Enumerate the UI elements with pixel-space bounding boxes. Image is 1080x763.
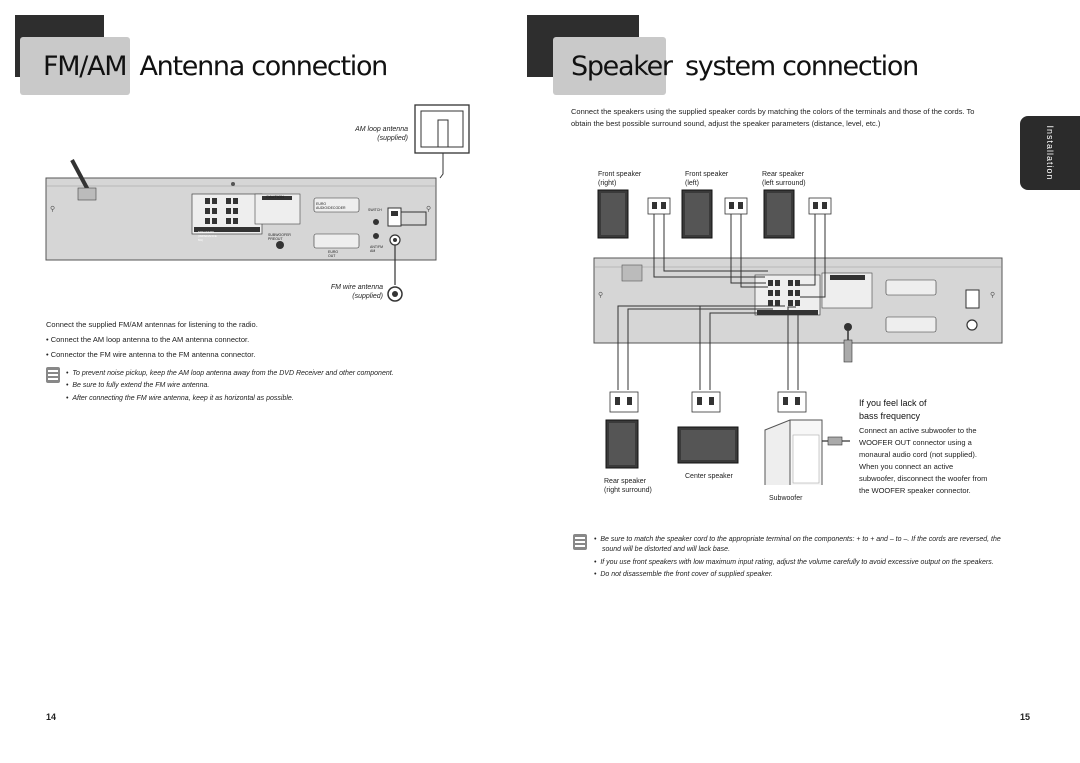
panel-switch: SWITCH [368, 208, 382, 212]
title-antenna-connection: Antenna connection [139, 51, 389, 82]
fm-cable [70, 159, 90, 191]
speaker-diagram: ⚲ ⚲ [593, 189, 1003, 485]
left-note-3: • After connecting the FM wire antenna, … [66, 395, 294, 402]
panel-euro-out: EURO OUT [328, 250, 339, 258]
svg-text:⚲: ⚲ [426, 205, 431, 213]
label-subwoofer: Subwoofer [769, 495, 803, 502]
panel-speakers: SPEAKERS (IMPEDANCE 6Ω) [198, 230, 217, 242]
front-left-speaker [681, 189, 713, 239]
antenna-diagram: ⚲ ⚲ [45, 104, 470, 302]
left-note-1: • To prevent noise pickup, keep the AM l… [66, 370, 394, 377]
svg-text:⚲: ⚲ [990, 291, 995, 299]
right-note-1: • Be sure to match the speaker cord to t… [594, 536, 1001, 543]
title-decor-light-right [553, 37, 666, 95]
am-antenna-label: AM loop antenna (supplied) [355, 126, 408, 142]
label-center: Center speaker [685, 473, 733, 480]
front-right-speaker [597, 189, 629, 239]
label-rear-left: Rear speaker (left surround) [762, 171, 806, 187]
center-speaker [677, 426, 739, 464]
note-icon-right [573, 534, 587, 550]
title-fmam: FM/AM [43, 51, 128, 82]
title-decor-light [20, 37, 130, 95]
title-speaker: Speaker [571, 51, 673, 82]
bass-heading: If you feel lack of bass frequency [859, 398, 927, 421]
left-bullet-1: • Connect the AM loop antenna to the AM … [46, 335, 250, 344]
bass-text: Connect an active subwoofer to the WOOFE… [859, 426, 988, 495]
subwoofer-unit [764, 419, 823, 485]
rear-left-speaker [763, 189, 795, 239]
label-rear-right: Rear speaker (right surround) [604, 478, 652, 494]
label-front-left: Front speaker (left) [685, 171, 729, 187]
label-front-right: Front speaker (right) [598, 171, 642, 187]
right-note-1b: sound will be distorted and will lack ba… [602, 546, 731, 553]
right-intro: Connect the speakers using the supplied … [571, 107, 975, 128]
title-system-connection: system connection [685, 51, 919, 82]
page-title-left: FM/AM Antenna connection [43, 51, 389, 82]
rear-right-speaker [605, 419, 639, 469]
page-title-right: Speaker system connection [571, 51, 919, 82]
left-bullet-2: • Connector the FM wire antenna to the F… [46, 350, 256, 359]
right-note-3: • Do not disassemble the front cover of … [594, 571, 773, 578]
left-intro: Connect the supplied FM/AM antennas for … [46, 320, 258, 329]
svg-text:⚲: ⚲ [598, 291, 603, 299]
panel-subwoofer-preout: SUBWOOFER PREOUT [268, 233, 291, 241]
right-note-2: • If you use front speakers with low max… [594, 559, 994, 566]
page-number-right: 15 [1020, 712, 1031, 722]
left-note-2: • Be sure to fully extend the FM wire an… [66, 382, 210, 389]
page-number-left: 14 [46, 712, 57, 722]
panel-euro-av: EURO AUDIO/DECODER [316, 202, 346, 210]
panel-caution: CAUTION [266, 194, 284, 199]
installation-tab: Installation [1020, 116, 1080, 190]
note-icon [46, 367, 60, 383]
fm-antenna-label: FM wire antenna (supplied) [330, 284, 383, 300]
svg-text:⚲: ⚲ [50, 205, 55, 213]
panel-ant: ANT/FM AM [370, 245, 384, 253]
